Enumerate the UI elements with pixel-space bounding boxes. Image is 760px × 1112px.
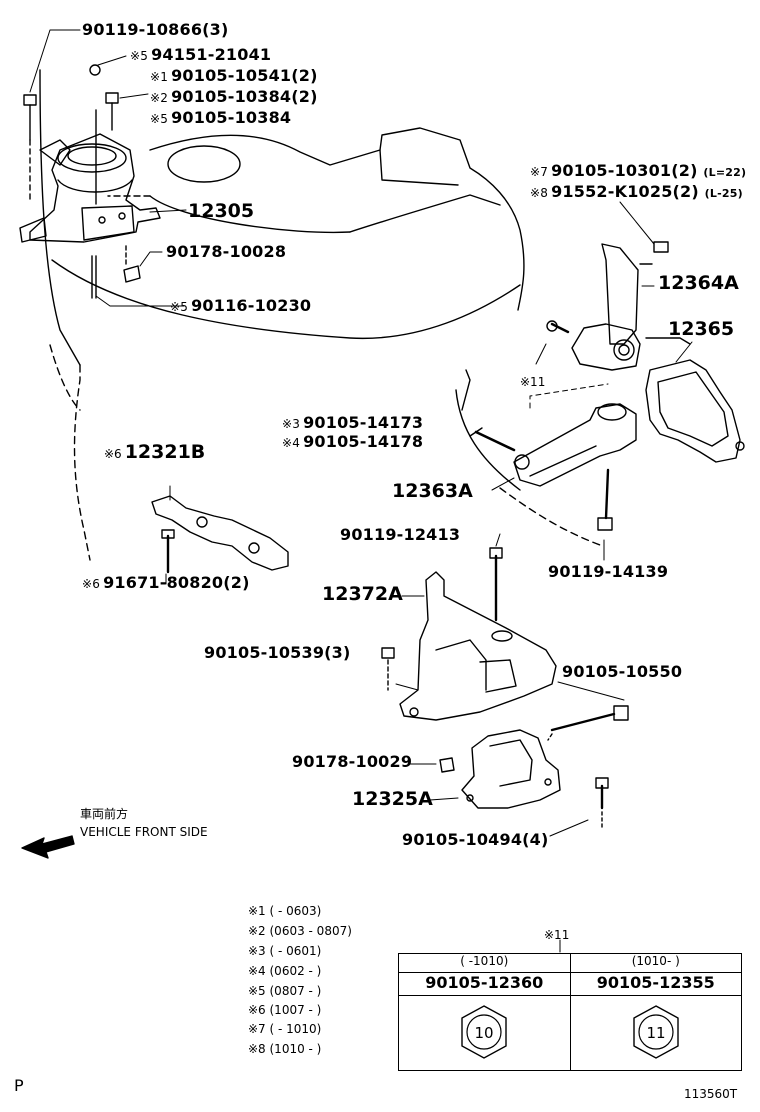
label-90178-10029: 90178-10029 — [292, 752, 413, 771]
label-90119-10866: 90119-10866(3) — [82, 20, 229, 39]
k11-col2-icon-cell: 11 — [569, 995, 742, 1071]
figure-id: 113560T — [684, 1087, 738, 1101]
label-90105-10539: 90105-10539(3) — [204, 643, 351, 662]
mount-12372A — [381, 533, 557, 721]
label-12364A: 12364A — [658, 272, 739, 294]
bolt-size-text: 11 — [646, 1024, 665, 1042]
torque-rod-12363A — [469, 320, 637, 561]
label-90119-12413: 90119-12413 — [340, 525, 461, 544]
legend-row: ※2 (0603 - 0807) — [248, 924, 352, 938]
label-12365: 12365 — [668, 318, 735, 340]
leaders-upper — [29, 29, 187, 307]
bolts-upper — [23, 92, 141, 299]
bolt-head-icon: 10 — [461, 1005, 507, 1059]
label-12305: 12305 — [188, 200, 255, 222]
label-front-jp: 車両前方 — [80, 807, 129, 821]
k11-col1-icon-cell: 10 — [398, 995, 571, 1071]
legend-row: ※5 (0807 - ) — [248, 984, 322, 998]
label-12325A: 12325A — [352, 788, 433, 810]
label-90105-10494: 90105-10494(4) — [402, 830, 549, 849]
k11-col1-range: ( -1010) — [398, 953, 571, 973]
label-front-en: VEHICLE FRONT SIDE — [80, 825, 208, 839]
legend-row: ※4 (0602 - ) — [248, 964, 322, 978]
bolt-head-icon: 11 — [633, 1005, 679, 1059]
bracket-12321B — [151, 485, 289, 585]
engine-mount-12305 — [19, 64, 161, 243]
k11-table: ( -1010) (1010- ) 90105-12360 90105-1235… — [398, 953, 742, 1071]
label-k11-ref: ※11 — [520, 375, 546, 389]
legend-row: ※6 (1007 - ) — [248, 1003, 322, 1017]
corner-mark: P — [14, 1076, 24, 1095]
legend-row: ※3 ( - 0601) — [248, 944, 322, 958]
label-12363A: 12363A — [392, 480, 473, 502]
label-90119-14139: 90119-14139 — [548, 562, 669, 581]
k11-col2-part: 90105-12355 — [569, 972, 742, 996]
label-90178-10028: 90178-10028 — [166, 242, 287, 261]
bracket-12364A — [571, 201, 691, 371]
cover-12365 — [645, 341, 745, 463]
long-bolt-10550 — [547, 681, 629, 741]
k11-col2-range: (1010- ) — [569, 953, 742, 973]
legend-row: ※7 ( - 1010) — [248, 1022, 322, 1036]
legend-row: ※1 ( - 0603) — [248, 904, 322, 918]
vehicle-front-arrow — [21, 835, 75, 859]
k11-title: ※11 — [544, 928, 570, 942]
label-12372A: 12372A — [322, 583, 403, 605]
label-90105-10550: 90105-10550 — [562, 662, 683, 681]
bolt-size-text: 10 — [475, 1024, 494, 1042]
legend-row: ※8 (1010 - ) — [248, 1042, 322, 1056]
bracket-12325A — [407, 729, 609, 837]
engine-outline — [39, 69, 601, 561]
k11-col1-part: 90105-12360 — [398, 972, 571, 996]
